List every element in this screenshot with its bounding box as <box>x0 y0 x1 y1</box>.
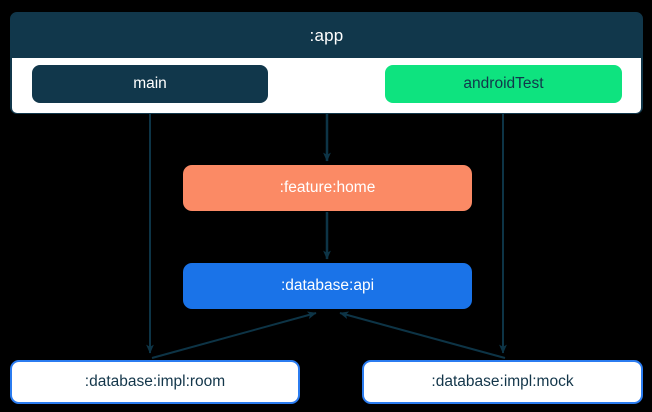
node-database-impl-mock[interactable]: :database:impl:mock <box>362 360 643 404</box>
edge-room-to-database-api <box>151 311 317 359</box>
node-database-impl-room[interactable]: :database:impl:room <box>10 360 300 404</box>
edge-mock-to-database-api <box>339 311 506 359</box>
node-database-api[interactable]: :database:api <box>183 263 472 309</box>
node-androidtest[interactable]: androidTest <box>385 65 622 103</box>
node-main[interactable]: main <box>32 65 268 103</box>
cluster-app-label: :app <box>309 26 344 45</box>
node-feature-home[interactable]: :feature:home <box>183 165 472 211</box>
